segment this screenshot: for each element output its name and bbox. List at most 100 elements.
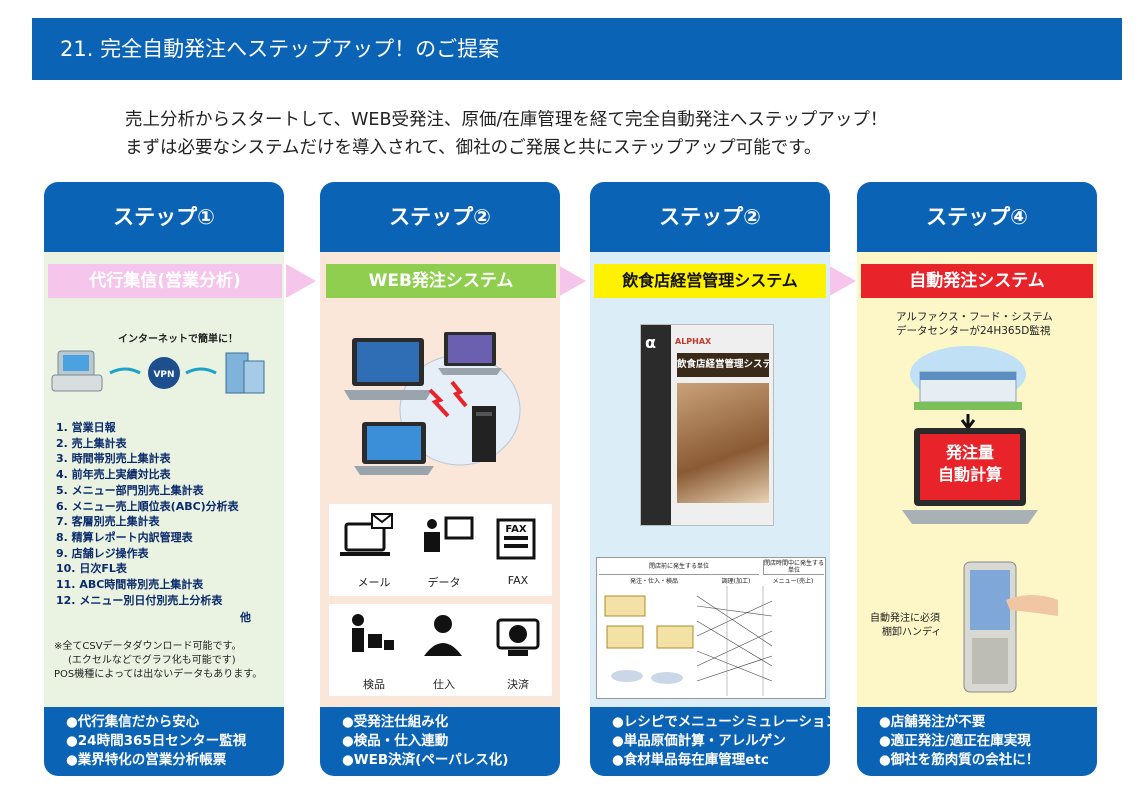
feature-item: ●受発注仕組み化 bbox=[342, 714, 449, 730]
report-item: 10. 日次FL表 bbox=[56, 562, 127, 576]
intro-text: 売上分析からスタートして、WEB受発注、原価/在庫管理を経て完全自動発注へステッ… bbox=[125, 106, 887, 162]
internet-label: インターネットで簡単に！ bbox=[118, 334, 238, 345]
step-subtitle: 飲食店経営管理システム bbox=[594, 264, 826, 298]
report-item: 3. 時間帯別売上集計表 bbox=[56, 452, 171, 466]
fax-icon bbox=[496, 518, 536, 560]
step-arrow-3 bbox=[826, 264, 856, 298]
hand-icon bbox=[1006, 595, 1058, 616]
data-computer-icon bbox=[424, 516, 474, 552]
fax-icon-text: FAX bbox=[505, 524, 526, 535]
software-box: α ALPHAX 飲食店経営管理システム bbox=[640, 324, 774, 526]
icon-label: FAX bbox=[507, 574, 529, 587]
report-item: 2. 売上集計表 bbox=[56, 436, 127, 450]
handy-line: 棚卸ハンディ bbox=[882, 627, 942, 638]
step-subtitle: 代行集信(営業分析) bbox=[48, 264, 282, 298]
note-line: POS機種によっては出ないデータもあります。 bbox=[54, 669, 263, 680]
report-item: 9. 店舗レジ操作表 bbox=[56, 546, 149, 560]
laptop-icon bbox=[354, 422, 434, 475]
chart-column-label: 調理(加工) bbox=[721, 578, 751, 585]
step-features: ●店舗発注が不要 ●適正発注/適正在庫実現 ●御社を筋肉質の会社に！ bbox=[857, 707, 1097, 776]
feature-item: ●レシピでメニューシミュレーション bbox=[612, 714, 839, 730]
icon-label: 決済 bbox=[507, 678, 529, 691]
chart-column-label: 発注・仕入・検品 bbox=[629, 578, 678, 585]
box-title: 飲食店経営管理システム bbox=[677, 353, 769, 377]
step-subtitle: 自動発注システム bbox=[861, 264, 1093, 298]
step-features: ●受発注仕組み化 ●検品・仕入連動 ●WEB決済(ペーパレス化) bbox=[320, 707, 560, 776]
datacenter-line: データセンターが24H365D監視 bbox=[896, 325, 1051, 337]
feature-item: ●24時間365日センター監視 bbox=[66, 733, 247, 749]
report-item: 1. 営業日報 bbox=[56, 421, 116, 434]
report-item: 6. メニュー売上順位表(ABC)分析表 bbox=[56, 499, 239, 513]
handy-line: 自動発注に必須 bbox=[870, 613, 940, 624]
step-features: ●レシピでメニューシミュレーション ●単品原価計算・アレルゲン ●食材単品毎在庫… bbox=[590, 707, 839, 776]
restaurant-photo bbox=[677, 383, 769, 503]
pos-network-diagram: VPN bbox=[51, 350, 265, 394]
page-title: 21. 完全自動発注へステップアップ！のご提案 bbox=[60, 37, 500, 61]
step-subtitle: WEB発注システム bbox=[326, 264, 556, 298]
feature-item: ●単品原価計算・アレルゲン bbox=[612, 733, 786, 749]
intro-line-1: 売上分析からスタートして、WEB受発注、原価/在庫管理を経て完全自動発注へステッ… bbox=[125, 110, 888, 130]
icon-label: 仕入 bbox=[433, 678, 455, 691]
chart-column-label: メニュー(売上) bbox=[772, 578, 814, 585]
laptop-auto-order-icon bbox=[902, 428, 1038, 524]
step-body bbox=[44, 252, 284, 707]
feature-item: ●業界特化の営業分析帳票 bbox=[66, 752, 227, 768]
datacenter-text: アルファクス・フード・システム データセンターが24H365D監視 bbox=[896, 310, 1053, 338]
chart-header: 閉店前に発生する単位 bbox=[599, 560, 759, 575]
step-features: ●代行集信だから安心 ●24時間365日センター監視 ●業界特化の営業分析帳票 bbox=[44, 707, 284, 776]
laptop-icon bbox=[344, 338, 432, 400]
report-item: 12. メニュー別日付別売上分析表 bbox=[56, 593, 223, 607]
feature-item: ●適正発注/適正在庫実現 bbox=[879, 733, 1031, 749]
report-item: 5. メニュー部門別売上集計表 bbox=[56, 483, 204, 497]
data-center-building-icon bbox=[225, 352, 265, 394]
step-title: ステップ① bbox=[44, 182, 284, 252]
screen-line: 発注量 bbox=[945, 443, 994, 462]
workflow-icons bbox=[352, 614, 540, 656]
datacenter-illustration bbox=[910, 346, 1026, 430]
laptop-icon bbox=[438, 332, 502, 375]
feature-item: ●検品・仕入連動 bbox=[342, 733, 449, 749]
vpn-icon bbox=[148, 357, 180, 389]
report-item: 7. 客層別売上集計表 bbox=[56, 515, 160, 529]
recipe-flow-chart: 閉店前に発生する単位 閉店時間中に発生する単位 発注・仕入・検品 調理(加工) … bbox=[596, 557, 826, 699]
datacenter-line: アルファクス・フード・システム bbox=[896, 311, 1053, 323]
note-line: (エクセルなどでグラフ化も可能です) bbox=[68, 655, 236, 666]
inspection-icon bbox=[352, 614, 394, 652]
report-item: 8. 精算レポート内訳管理表 bbox=[56, 530, 193, 544]
pos-register-icon bbox=[51, 350, 103, 392]
chart-header: 閉店時間中に発生する単位 bbox=[763, 560, 825, 575]
box-brand: ALPHAX bbox=[675, 337, 712, 346]
icon-label: メール bbox=[357, 576, 391, 589]
recipe-link-lines bbox=[604, 586, 773, 696]
vpn-label: VPN bbox=[153, 370, 174, 380]
purchase-icon bbox=[424, 615, 462, 656]
communication-icons: FAX bbox=[340, 513, 536, 560]
alpha-logo-icon: α bbox=[645, 333, 656, 352]
feature-item: ●御社を筋肉質の会社に！ bbox=[879, 752, 1040, 768]
feature-item: ●食材単品毎在庫管理etc bbox=[612, 752, 769, 768]
web-network-illustration bbox=[344, 332, 521, 475]
report-item: 11. ABC時間帯別売上集計表 bbox=[56, 578, 204, 592]
note-line: ※全てCSVデータダウンロード可能です。 bbox=[54, 641, 242, 652]
step-title: ステップ② bbox=[590, 182, 830, 252]
step-arrow-2 bbox=[556, 264, 586, 298]
csv-note: ※全てCSVデータダウンロード可能です。 (エクセルなどでグラフ化も可能です) … bbox=[54, 640, 262, 682]
connection-bolt-icon bbox=[450, 380, 468, 408]
connection-bolt-icon bbox=[428, 388, 450, 418]
payment-icon bbox=[496, 618, 540, 656]
tower-pc-icon bbox=[472, 406, 496, 462]
screen-line: 自動計算 bbox=[937, 465, 1002, 484]
feature-item: ●店舗発注が不要 bbox=[879, 714, 986, 730]
icon-label: データ bbox=[427, 576, 461, 589]
step-arrow-1 bbox=[286, 264, 316, 298]
auto-calc-screen: 発注量 自動計算 bbox=[920, 442, 1020, 486]
step-title: ステップ② bbox=[320, 182, 560, 252]
page-title-banner: 21. 完全自動発注へステップアップ！のご提案 bbox=[32, 18, 1122, 80]
report-list: 1. 営業日報 2. 売上集計表 3. 時間帯別売上集計表 4. 前年売上実績対… bbox=[56, 420, 239, 608]
feature-item: ●WEB決済(ペーパレス化) bbox=[342, 752, 509, 768]
step-title: ステップ④ bbox=[857, 182, 1097, 252]
box-spine bbox=[641, 325, 671, 525]
mail-laptop-icon bbox=[340, 513, 393, 556]
handy-text: 自動発注に必須 棚卸ハンディ bbox=[870, 612, 941, 640]
intro-line-2: まずは必要なシステムだけを導入されて、御社のご発展と共にステップアップ可能です。 bbox=[125, 138, 822, 158]
